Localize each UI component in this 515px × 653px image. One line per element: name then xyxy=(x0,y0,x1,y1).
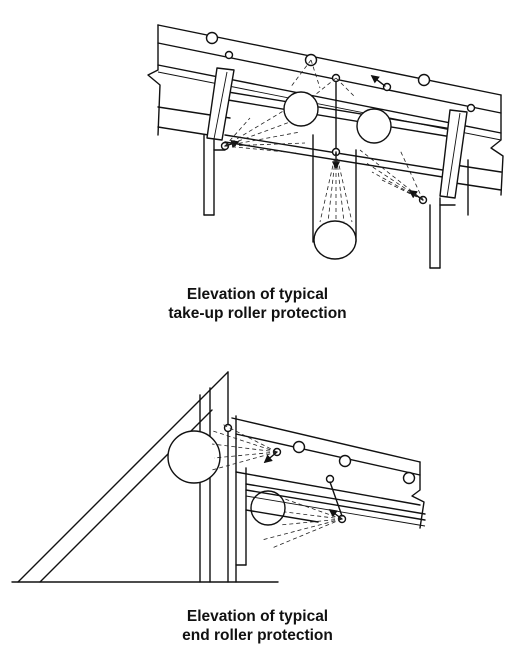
left-bracket-inner xyxy=(213,71,228,140)
a-frame-diagonal-outer xyxy=(17,371,229,583)
snub-pulley xyxy=(250,490,286,526)
caption-take-up: Elevation of typical take-up roller prot… xyxy=(0,285,515,323)
take-up-pulley-right xyxy=(356,108,392,144)
break-symbol-right xyxy=(490,94,504,196)
spray-pattern-top xyxy=(289,59,356,98)
carriage-rail-top-2 xyxy=(227,99,459,139)
break-symbol-left xyxy=(147,24,161,136)
sprinkler-head xyxy=(417,73,431,87)
caption-end: Elevation of typical end roller protecti… xyxy=(0,607,515,645)
end-roller-drawing xyxy=(11,371,426,583)
conveyor-line-7 xyxy=(245,509,319,523)
take-up-roller-drawing xyxy=(147,24,504,269)
carriage-rail-top xyxy=(227,91,459,131)
frame-lower-right xyxy=(454,164,502,173)
spray-pattern-end-pulley xyxy=(209,423,278,471)
frame-lower-line-2 xyxy=(157,126,216,137)
frame-lower-right-2 xyxy=(454,182,502,191)
caption-take-up-line-2: take-up roller protection xyxy=(168,305,347,322)
sprinkler-head xyxy=(292,440,306,454)
sprinkler-head xyxy=(205,31,219,45)
frame-line-2 xyxy=(157,42,502,114)
sprinkler-drop-pipe xyxy=(329,481,343,517)
conveyor-line-3 xyxy=(235,471,421,506)
conveyor-top-line xyxy=(231,417,421,463)
sprinkler-head xyxy=(224,50,234,60)
take-up-weight-roller xyxy=(313,220,357,260)
arrow-snub-spray xyxy=(328,508,343,520)
caption-end-line-1: Elevation of typical xyxy=(186,608,329,625)
spray-pattern-left xyxy=(224,109,306,154)
sprinkler-head xyxy=(466,103,476,113)
spray-pattern-right xyxy=(359,149,424,201)
spray-pattern-snub xyxy=(261,497,343,549)
end-pulley xyxy=(167,430,221,484)
break-symbol-end xyxy=(411,461,425,529)
arrow-end-spray xyxy=(263,451,278,464)
spray-pattern-center xyxy=(319,151,353,223)
right-bracket-inner xyxy=(446,112,461,198)
conveyor-line-5 xyxy=(245,489,426,521)
sprinkler-head xyxy=(338,454,352,468)
arrow-belt-direction xyxy=(370,74,386,87)
carriage-rail-bottom xyxy=(224,134,456,173)
take-up-pulley-left xyxy=(283,91,319,127)
sprinkler-head xyxy=(382,82,392,92)
caption-end-line-2: end roller protection xyxy=(182,627,333,644)
caption-take-up-line-1: Elevation of typical xyxy=(186,286,329,303)
carriage-rail-bottom-2 xyxy=(224,141,456,180)
sprinkler-head xyxy=(402,471,416,485)
conveyor-line-2 xyxy=(235,433,421,476)
